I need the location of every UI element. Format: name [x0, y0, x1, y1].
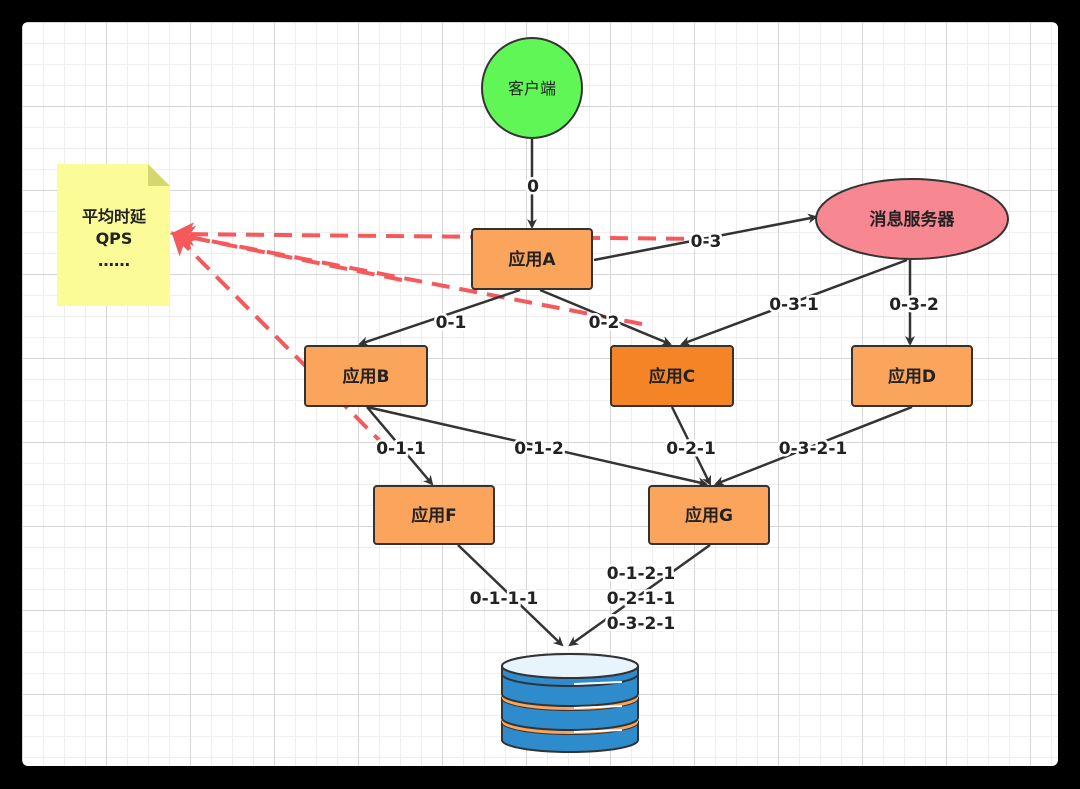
edge-a-c	[539, 288, 672, 346]
app-b-node: 应用B	[304, 345, 428, 407]
trace-line-mq	[170, 222, 713, 247]
edge-c-g	[670, 406, 712, 486]
edge-label-a-b: 0-1	[436, 313, 467, 333]
note-line-3: ……	[98, 251, 130, 270]
edge-b-f	[366, 406, 434, 486]
app-a-label: 应用A	[508, 249, 556, 270]
client-label: 客户端	[508, 79, 556, 98]
edge-a-b	[358, 288, 521, 347]
trace-line-f	[171, 231, 389, 450]
database-icon	[501, 653, 639, 753]
edge-label-b-f: 0-1-1	[376, 439, 426, 459]
app-f-label: 应用F	[411, 505, 457, 526]
edge-label-client-a: 0	[527, 177, 539, 197]
diagram-svg: 平均时延 QPS …… 客户端 消息服务器 应用A 应用B 应用C 应用D 应用…	[57, 37, 1009, 753]
note-line-1: 平均时延	[82, 207, 147, 226]
edge-label-a-mq: 0-3	[691, 232, 722, 252]
edge-labels: 0 0-3 0-1 0-2 0-3-1 0-3-2 0-1-1 0-1-2 0-…	[374, 175, 942, 637]
edge-label-d-g: 0-3-2-1	[779, 439, 847, 459]
edge-label-b-g: 0-1-2	[514, 439, 564, 459]
edge-label-c-g: 0-2-1	[666, 439, 716, 459]
client-node: 客户端	[481, 37, 583, 139]
edge-g-db	[568, 543, 711, 647]
edge-label-g-db-2: 0-2-1-1	[607, 589, 675, 609]
app-g-node: 应用G	[648, 485, 770, 545]
mq-label: 消息服务器	[870, 209, 956, 230]
edge-b-g	[366, 405, 708, 488]
edge-label-g-db-1: 0-1-2-1	[607, 564, 675, 584]
edge-mq-c	[680, 258, 908, 346]
trace-line-b	[170, 226, 403, 282]
trace-lines	[170, 222, 713, 450]
edge-a-mq	[593, 213, 818, 262]
edge-f-db	[457, 544, 564, 647]
app-f-node: 应用F	[373, 485, 495, 545]
metrics-note: 平均时延 QPS ……	[57, 164, 170, 306]
note-line-2: QPS	[96, 229, 133, 248]
app-b-label: 应用B	[343, 366, 390, 387]
edge-label-f-db: 0-1-1-1	[470, 589, 538, 609]
app-a-node: 应用A	[471, 228, 593, 290]
edge-d-g	[714, 405, 913, 486]
app-g-label: 应用G	[685, 505, 733, 526]
edge-label-mq-d: 0-3-2	[889, 295, 939, 315]
edge-label-mq-c: 0-3-1	[769, 295, 819, 315]
app-c-node: 应用C	[610, 345, 734, 407]
app-d-label: 应用D	[888, 366, 936, 387]
app-c-label: 应用C	[649, 366, 695, 387]
diagram-canvas: 平均时延 QPS …… 客户端 消息服务器 应用A 应用B 应用C 应用D 应用…	[22, 22, 1058, 766]
edge-label-a-c: 0-2	[589, 313, 620, 333]
app-d-node: 应用D	[851, 345, 973, 407]
edge-label-g-db-3: 0-3-2-1	[607, 614, 675, 634]
edges	[358, 139, 915, 647]
mq-node: 消息服务器	[815, 178, 1009, 260]
